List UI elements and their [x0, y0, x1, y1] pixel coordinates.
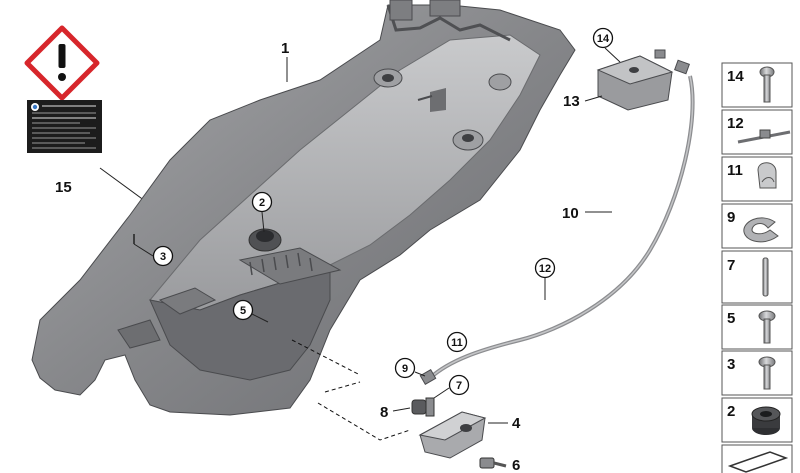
- part-tile-5-number: 5: [727, 310, 735, 327]
- part-tile-3: 3: [721, 350, 793, 396]
- screw-part-6: [479, 457, 507, 469]
- part-tile-12: 12: [721, 109, 793, 155]
- callout-12: 12: [534, 257, 556, 300]
- svg-text:3: 3: [160, 251, 166, 263]
- cable-part-10: [419, 59, 695, 386]
- part-tile-3-number: 3: [727, 356, 735, 373]
- part-tile-9-number: 9: [727, 209, 735, 226]
- type-label-plate: [27, 100, 102, 153]
- callout-4: 4: [512, 415, 521, 432]
- cover-part-4: [418, 411, 487, 459]
- warning-icon: [24, 25, 100, 101]
- callout-10: 10: [562, 205, 579, 222]
- svg-text:2: 2: [259, 197, 265, 209]
- svg-text:12: 12: [539, 263, 551, 275]
- svg-text:5: 5: [240, 305, 246, 317]
- part-tile-7: 7: [721, 250, 793, 304]
- callout-6: 6: [512, 457, 520, 473]
- svg-text:7: 7: [456, 380, 462, 392]
- part-tile-14-number: 14: [727, 68, 744, 85]
- part-tile-11: 11: [721, 156, 793, 202]
- part-tile-7-number: 7: [727, 257, 735, 274]
- callout-13: 13: [563, 93, 580, 110]
- part-tile-2: 2: [721, 397, 793, 443]
- part-tile-11-number: 11: [727, 162, 743, 179]
- rear-frame-part-1: [31, 0, 576, 416]
- part-tile-12-number: 12: [727, 115, 744, 132]
- callout-15: 15: [55, 179, 72, 196]
- svg-text:9: 9: [402, 363, 408, 375]
- part-tile-9: 9: [721, 203, 793, 249]
- part-tile-partial: [721, 444, 793, 473]
- callout-5: 5: [232, 299, 269, 323]
- part-tile-2-number: 2: [727, 403, 735, 420]
- parts-column: 14 12 11 9 7: [721, 62, 793, 473]
- svg-text:11: 11: [451, 337, 463, 349]
- callout-14: 14: [592, 27, 621, 63]
- callout-2: 2: [251, 191, 273, 233]
- callout-11: 11: [446, 331, 468, 353]
- svg-text:14: 14: [597, 33, 610, 45]
- callout-8: 8: [380, 404, 388, 421]
- callout-7: 7: [433, 374, 470, 399]
- part-tile-5: 5: [721, 304, 793, 350]
- callout-9: 9: [394, 357, 426, 379]
- callout-3: 3: [133, 234, 174, 267]
- part-tile-14: 14: [721, 62, 793, 108]
- plug-part-8: [411, 397, 435, 417]
- bracket-part-13: [596, 49, 674, 111]
- callout-1: 1: [281, 40, 289, 57]
